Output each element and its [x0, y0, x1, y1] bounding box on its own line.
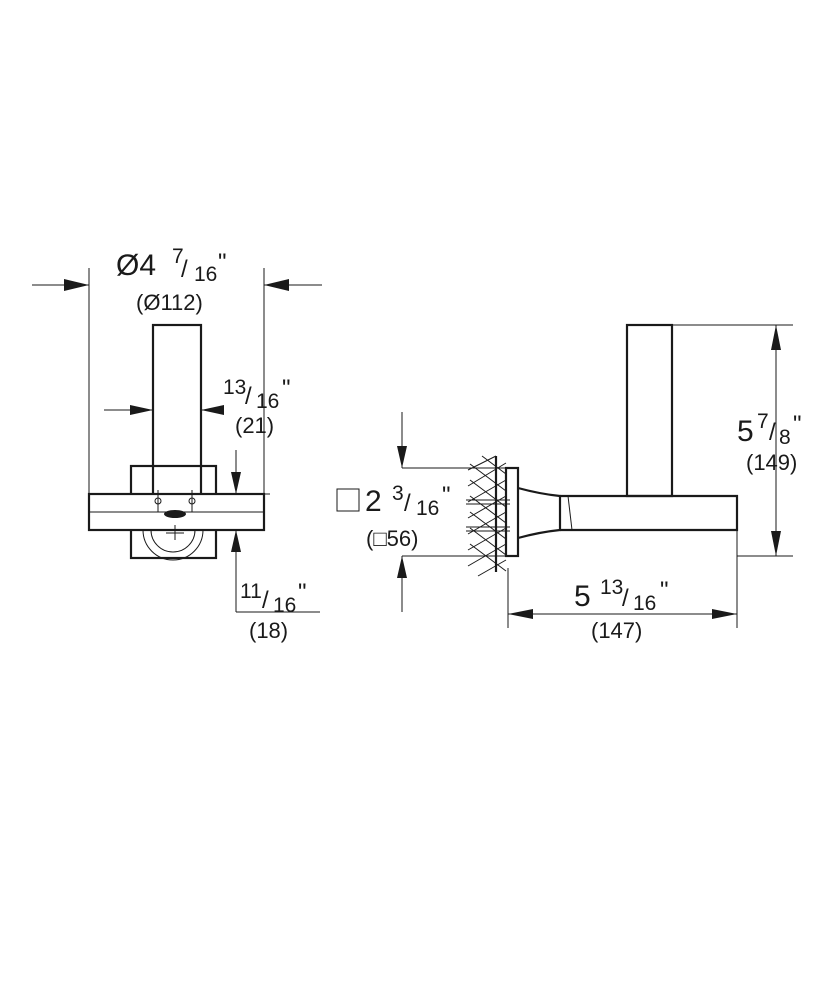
plate-dim-metric: (□56): [366, 526, 418, 551]
length-dim-metric: (147): [591, 618, 642, 643]
length-dim-slash: /: [622, 585, 629, 612]
width-dim-unit: ": [218, 249, 227, 276]
front-set-screw: [164, 510, 186, 518]
width-dim-prefix: Ø4: [116, 249, 156, 282]
arm-dim-num: 11: [240, 580, 262, 603]
arm-dim-slash: /: [262, 587, 269, 614]
wall-screws: [466, 499, 510, 532]
height-dim-num: 7: [757, 410, 769, 433]
width-dim-metric: (Ø112): [136, 290, 203, 315]
side-wall-plate: [504, 466, 520, 558]
height-dim-unit: ": [793, 411, 802, 438]
post-dim-slash: /: [245, 383, 252, 410]
length-dim-num: 13: [600, 576, 623, 599]
side-arm: [560, 494, 739, 532]
height-dim-metric: (149): [746, 450, 797, 475]
arm-dim-metric: (18): [249, 618, 288, 643]
height-dim-den: 8: [779, 426, 791, 449]
plate-dim-slash: /: [404, 490, 411, 517]
post-dim-metric: (21): [235, 413, 274, 438]
post-dim-num: 13: [223, 376, 246, 399]
arm-dim-den: 16: [273, 594, 296, 617]
wall-hatching: [467, 455, 507, 577]
arm-dim-unit: ": [298, 579, 307, 606]
length-dim-den: 16: [633, 592, 656, 615]
length-dim-prefix: 5: [574, 580, 591, 613]
width-dim-num: 7: [172, 245, 184, 268]
square-symbol-icon: [336, 488, 360, 512]
width-dim-den: 16: [194, 263, 217, 286]
post-dim-unit: ": [282, 375, 291, 402]
height-dim-prefix: 5: [737, 415, 754, 448]
height-dim-slash: /: [769, 419, 776, 446]
side-view: 2 3 / 16 " (□56) 5 7 / 8 " (149) 5 13 / …: [336, 323, 802, 643]
side-rosette: [517, 486, 562, 540]
plate-dim-den: 16: [416, 497, 439, 520]
plate-dim-unit: ": [442, 482, 451, 509]
front-post: [151, 323, 203, 497]
post-dim-den: 16: [256, 390, 279, 413]
plate-dim-num: 3: [392, 482, 404, 505]
front-view: Ø4 7 / 16 " (Ø112) 13 / 16 " (21) 11 / 1…: [32, 245, 322, 643]
plate-dim-prefix: 2: [365, 485, 382, 518]
length-dim-unit: ": [660, 577, 669, 604]
side-post: [625, 323, 674, 498]
width-dim-slash: /: [181, 256, 188, 283]
